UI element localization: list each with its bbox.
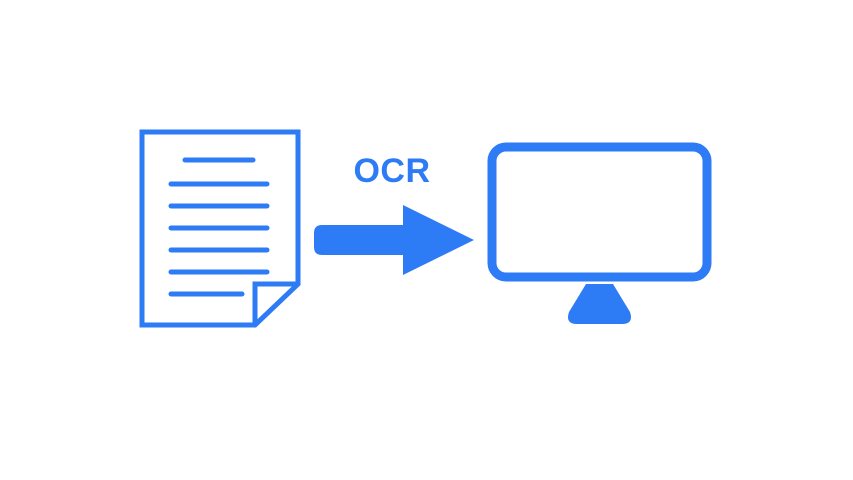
monitor-screen xyxy=(487,142,712,282)
document-text-lines xyxy=(168,157,270,297)
monitor-icon xyxy=(487,142,712,324)
document-folded-corner xyxy=(252,281,298,325)
monitor-stand xyxy=(568,284,631,324)
document-icon xyxy=(139,129,301,328)
ocr-label: OCR xyxy=(353,152,431,190)
document-outline xyxy=(139,129,301,328)
arrow-right-icon xyxy=(314,205,474,275)
